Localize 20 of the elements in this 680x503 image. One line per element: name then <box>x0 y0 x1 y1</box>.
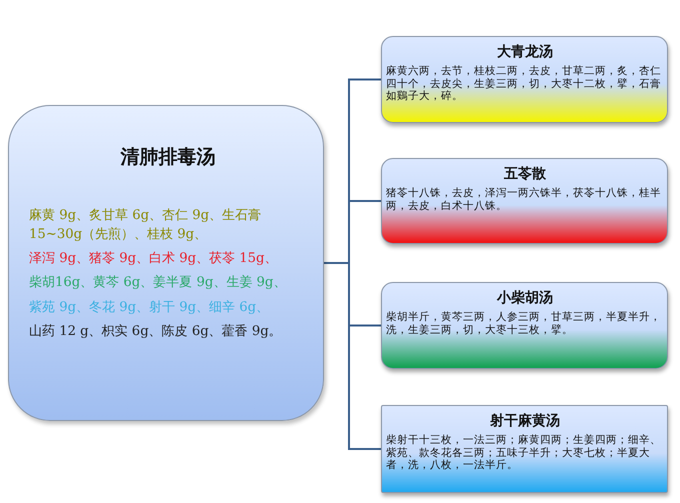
box-title: 清肺排毒汤 <box>119 145 216 170</box>
ingredient-list: 柴胡16g、黄芩 6g、姜半夏 9g、生姜 9g、 <box>29 273 307 293</box>
box-title: 五苓散 <box>503 165 547 183</box>
box-title: 小柴胡汤 <box>496 289 554 307</box>
rounded-box <box>8 105 324 421</box>
recipe-box <box>381 158 668 244</box>
recipe-text: 猪苓十八铢，去皮，泽泻一两六铢半，茯苓十八铢，桂半两，去皮，白术十八铢。 <box>386 187 662 212</box>
box-title: 射干麻黄汤 <box>489 412 561 430</box>
ingredient-list: 麻黄 9g、炙甘草 6g、杏仁 9g、生石膏 15~30g（先煎）、桂枝 9g、 <box>29 206 307 244</box>
recipe-box <box>381 405 668 493</box>
recipe-text: 麻黄六两，去节，桂枝二两，去皮，甘草二两，炙，杏仁四十个，去皮尖，生姜三两，切，大枣十二枚，擘，石膏如鷄子大，碎。 <box>386 65 662 104</box>
recipe-box <box>381 36 668 123</box>
ingredient-list: 紫苑 9g、冬花 9g、射干 9g、细辛 6g、 <box>29 298 307 317</box>
recipe-text: 柴胡半斤，黄芩三两，人参三两，甘草三两，半夏半升，洗，生姜三两，切，大枣十三枚，擘。 <box>386 311 662 336</box>
recipe-text: 柴射干十三枚，一法三两；麻黄四两；生姜四两；细辛、紫苑、款冬花各三两；五味子半升；大枣七枚；半夏大者，洗，八枚，一法半斤。 <box>386 434 662 472</box>
box-title: 大青龙汤 <box>496 43 554 61</box>
connector-line <box>324 262 381 450</box>
ingredient-list: 山药 12 g、枳实 6g、陈皮 6g、藿香 9g。 <box>29 322 307 341</box>
ingredient-list: 泽泻 9g、猪苓 9g、白术 9g、茯苓 15g、 <box>29 249 307 268</box>
recipe-box <box>381 282 668 369</box>
